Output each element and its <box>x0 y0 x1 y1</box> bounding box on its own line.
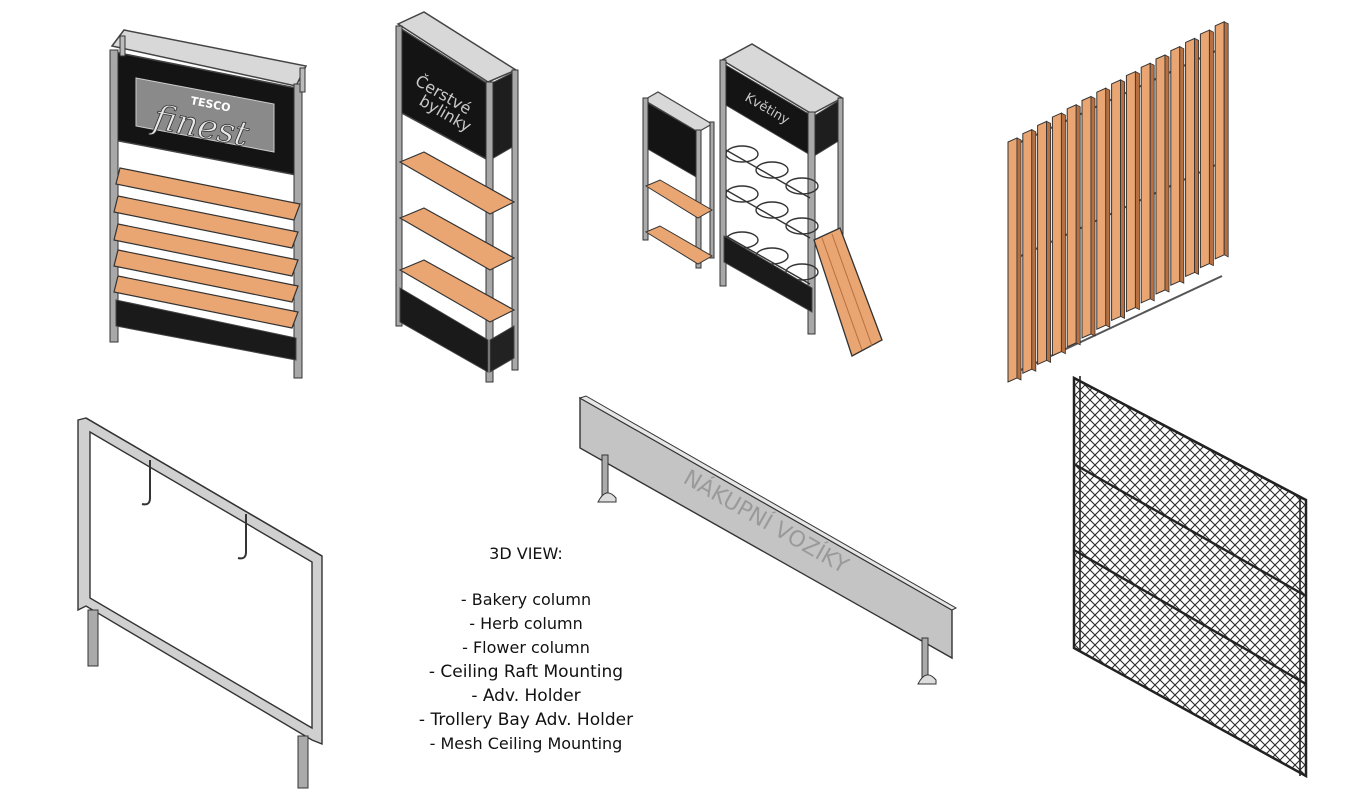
legend-item-adv-holder: - Adv. Holder <box>471 686 581 706</box>
adv-holder <box>77 417 323 789</box>
legend-title: 3D VIEW: <box>489 544 563 563</box>
raft-slat-side <box>1179 46 1185 284</box>
raft-slat-side <box>1164 54 1170 293</box>
raft-slat-side <box>1194 37 1199 276</box>
legend-item-mesh-ceiling-mounting: - Mesh Ceiling Mounting <box>429 734 623 753</box>
raft-slat <box>1066 104 1077 348</box>
raft-slat <box>1111 79 1122 322</box>
flower-column: Květiny <box>642 43 883 357</box>
raft-slat <box>1214 21 1225 260</box>
raft-slat <box>1007 137 1018 383</box>
raft-slat-side <box>1209 29 1214 267</box>
legend-item-ceiling-raft-mounting: - Ceiling Raft Mounting <box>428 662 624 682</box>
trolley-sign: NÁKUPNÍ VOZÍKY <box>679 465 853 580</box>
bakery-shelves <box>113 167 301 329</box>
ceiling-raft-mounting <box>1007 21 1229 383</box>
herb-shelves <box>398 151 516 323</box>
raft-slat <box>1037 120 1048 366</box>
raft-slat-side <box>1223 21 1229 258</box>
raft-slat <box>1022 128 1033 374</box>
raft-slat <box>1051 112 1062 357</box>
raft-slat <box>1125 70 1136 313</box>
adv-holder-hook-right <box>237 514 247 560</box>
raft-slat <box>1155 54 1166 295</box>
legend-item-flower-column: - Flower column <box>462 638 590 657</box>
flower-side-unit <box>642 91 715 269</box>
legend-item-bakery-column: - Bakery column <box>460 590 592 609</box>
raft-slat <box>1140 62 1151 304</box>
bakery-column: TESCO finest <box>109 29 308 379</box>
raft-slat <box>1199 29 1210 269</box>
raft-slat-side <box>1075 104 1081 346</box>
mesh-ceiling-mounting <box>1072 375 1308 779</box>
raft-slat <box>1096 87 1107 330</box>
raft-slat-side <box>1061 112 1066 355</box>
raft-slat-side <box>1120 79 1125 320</box>
raft-slat-side <box>1046 120 1051 364</box>
flower-pot-rings <box>725 145 819 285</box>
herb-column: Čerstvé bylinky <box>395 11 519 383</box>
raft-slat-side <box>1031 129 1037 372</box>
component-legend: 3D VIEW: - Bakery column - Herb column -… <box>405 542 647 756</box>
raft-slat-side <box>1090 95 1096 337</box>
raft-slat <box>1185 37 1196 278</box>
raft-slat-side <box>1016 137 1022 381</box>
raft-slat-side <box>1149 62 1155 302</box>
raft-slat-side <box>1135 70 1140 311</box>
legend-item-trolley-bay-adv-holder: - Trollery Bay Adv. Holder <box>418 710 634 730</box>
raft-slat-side <box>1105 87 1111 328</box>
raft-slat <box>1170 45 1181 286</box>
legend-item-herb-column: - Herb column <box>469 614 583 633</box>
raft-slat <box>1081 95 1092 339</box>
adv-holder-hook-left <box>141 460 151 506</box>
flower-wood-board <box>813 227 883 357</box>
